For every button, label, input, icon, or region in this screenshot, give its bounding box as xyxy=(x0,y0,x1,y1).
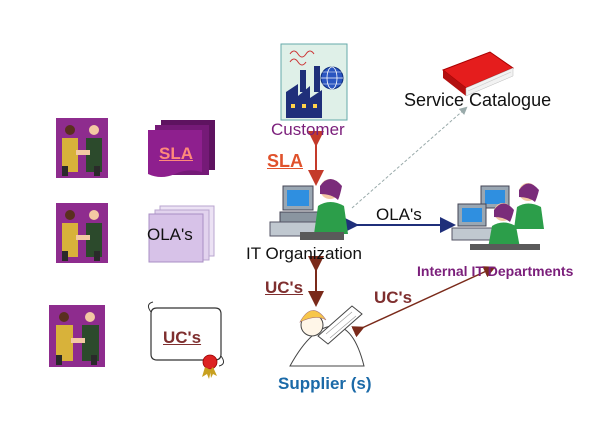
uc-link-label-right: UC's xyxy=(374,288,413,307)
certificate-scroll-icon xyxy=(147,301,225,379)
computer-user-icon xyxy=(269,179,348,240)
handshake-icon xyxy=(56,203,108,263)
uc-link-label-left: UC's xyxy=(265,278,304,297)
legend-sla-label: SLA xyxy=(159,144,193,163)
red-book-icon xyxy=(441,51,515,97)
document-stack-icon xyxy=(148,120,215,177)
ola-link-label: OLA's xyxy=(376,205,422,224)
supplier-person-icon xyxy=(289,305,365,367)
it-organization-label: IT Organization xyxy=(246,244,362,263)
legend-ola-label: OLA's xyxy=(147,225,193,244)
factory-globe-icon xyxy=(280,43,348,121)
internal-it-label: Internal IT Departments xyxy=(417,263,574,279)
uc-connector-right xyxy=(351,266,496,338)
handshake-icon xyxy=(56,118,108,178)
computer-user-icon xyxy=(451,183,544,250)
legend-uc-label: UC's xyxy=(163,328,202,347)
sla-link-label: SLA xyxy=(267,151,303,171)
catalogue-connector xyxy=(351,106,468,209)
supplier-label: Supplier (s) xyxy=(278,374,372,393)
customer-label: Customer xyxy=(271,120,345,139)
service-catalogue-label: Service Catalogue xyxy=(404,90,552,110)
handshake-icon xyxy=(49,305,105,367)
document-stack-icon xyxy=(148,205,215,263)
